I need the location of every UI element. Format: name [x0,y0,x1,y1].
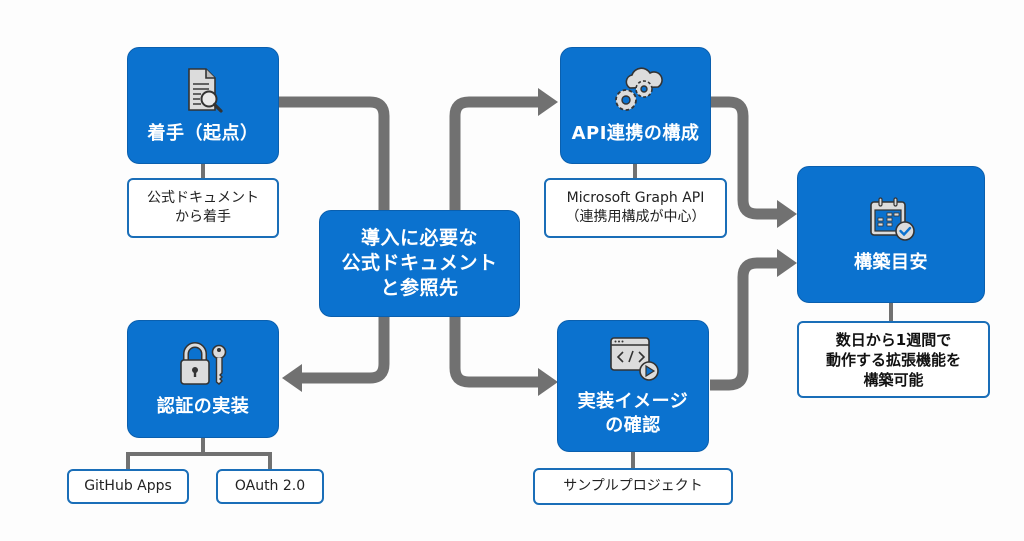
cloud-gears-icon [614,66,663,111]
node-center: 導入に必要な 公式ドキュメント と参照先 [319,210,520,317]
node-sample-title: 実装イメージ の確認 [577,391,689,436]
note-auth-oauth: OAuth 2.0 [216,469,324,504]
note-auth-github-apps: GitHub Apps [67,469,189,504]
code-window-play-icon [610,337,659,381]
arrowhead-api [538,88,558,116]
note-auth-github-apps-text: GitHub Apps [84,478,172,494]
arrowhead-auth [282,364,302,392]
connector-start-to-center [278,96,390,212]
note-estimate: 数日から1週間で 動作する拡張機能を 構築可能 [797,321,990,398]
connector-sample-to-estimate [710,257,778,391]
note-sample-text: サンプルプロジェクト [563,478,703,494]
note-start: 公式ドキュメント から着手 [127,178,279,238]
node-api: API連携の構成 [560,47,711,164]
note-estimate-text: 数日から1週間で 動作する拡張機能を 構築可能 [825,330,961,389]
node-start-title: 着手（起点） [147,122,259,144]
arrowhead-estimate-top [777,200,797,228]
node-auth-title: 認証の実装 [156,396,250,417]
note-auth-oauth-text: OAuth 2.0 [234,478,306,494]
note-start-text: 公式ドキュメント から着手 [147,190,259,225]
node-center-title: 導入に必要な 公式ドキュメント と参照先 [341,227,498,299]
node-api-title: API連携の構成 [571,122,700,144]
node-auth: 認証の実装 [127,320,279,438]
lock-key-icon [180,342,227,385]
note-api-text: Microsoft Graph API （連携用構成が中心） [565,190,706,225]
note-api: Microsoft Graph API （連携用構成が中心） [544,178,727,238]
document-search-icon [188,67,223,113]
arrowhead-sample [538,368,558,396]
connector-center-to-auth [300,316,390,384]
calendar-check-icon [870,196,915,241]
arrowhead-estimate-bottom [777,249,797,277]
connector-api-to-estimate [710,96,778,220]
node-estimate-title: 構築目安 [854,251,928,273]
node-start: 着手（起点） [127,47,279,164]
node-estimate: 構築目安 [797,166,985,303]
connector-center-to-api [449,96,540,212]
stem-auth-notes [126,438,272,470]
note-sample: サンプルプロジェクト [533,468,733,505]
node-sample: 実装イメージ の確認 [557,320,709,452]
connector-center-to-sample [449,316,540,388]
